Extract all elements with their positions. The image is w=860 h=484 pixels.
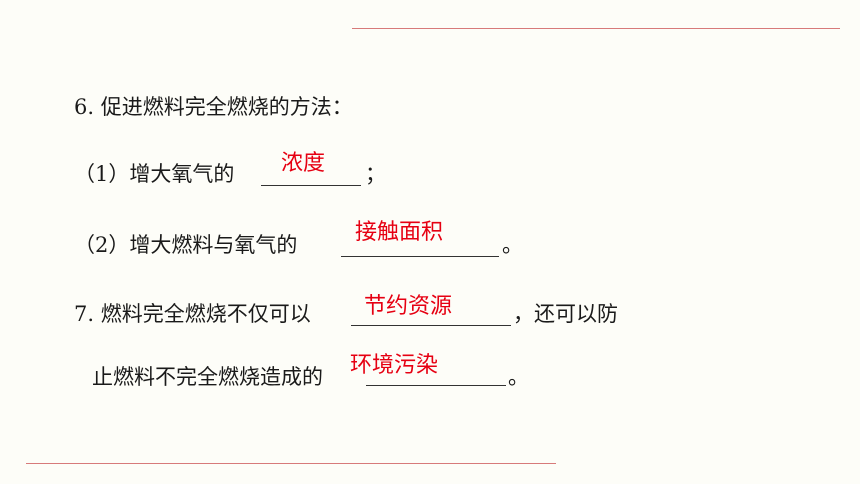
q7-blank1 (351, 325, 511, 326)
q7-prefix: 7. 燃料完全燃烧不仅可以 (74, 302, 311, 326)
q7-blank2 (366, 385, 506, 386)
answer-contact-area: 接触面积 (355, 220, 444, 245)
answer-env-pollution: 环境污染 (350, 353, 439, 378)
answer-concentration: 浓度 (281, 151, 326, 176)
q6-item1-prefix: （1）增大氧气的 (74, 162, 235, 186)
q6-item2-prefix: （2）增大燃料与氧气的 (74, 233, 298, 257)
q6-item2-suffix: 。 (502, 233, 523, 257)
q6-title: 6. 促进燃料完全燃烧的方法： (74, 95, 353, 119)
q7-cont-suffix: 。 (508, 365, 529, 389)
answer-save-resources: 节约资源 (364, 294, 453, 319)
q6-item1-blank (261, 185, 361, 186)
q6-item2-blank (341, 256, 499, 257)
top-divider (352, 28, 840, 29)
q6-item1-suffix: ； (365, 162, 386, 186)
bottom-divider (26, 463, 556, 464)
q7-cont-prefix: 止燃料不完全燃烧造成的 (92, 365, 323, 389)
q7-middle: ，还可以防 (513, 302, 618, 326)
